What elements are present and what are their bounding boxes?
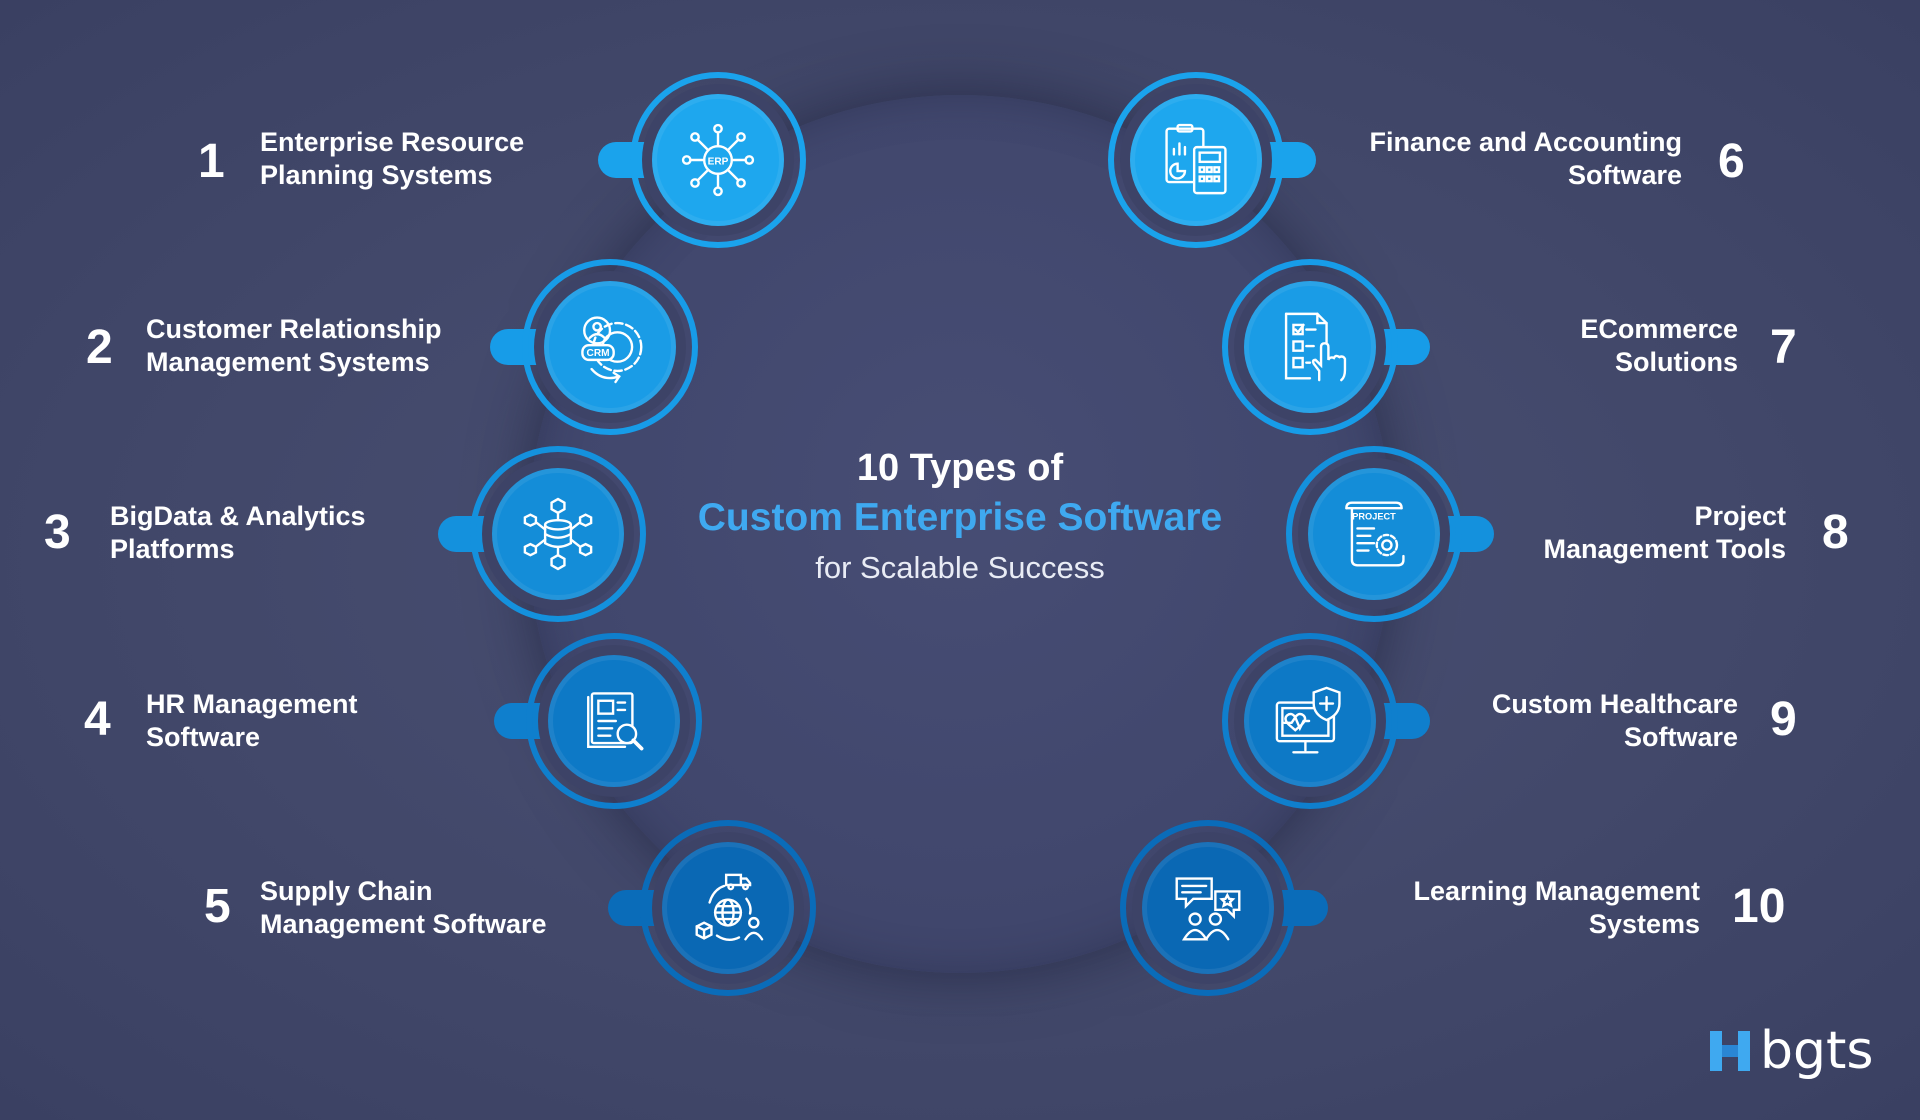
item-label-5: Supply Chain Management Software bbox=[260, 875, 547, 941]
item-label-10-line2: Systems bbox=[1588, 909, 1700, 939]
item-number-2: 2 bbox=[86, 321, 113, 374]
node-10 bbox=[1120, 820, 1328, 996]
globe-logistics-icon bbox=[695, 873, 764, 941]
item-label-10-line1: Learning Management bbox=[1413, 876, 1700, 906]
node-1: ERP bbox=[598, 72, 806, 248]
item-label-6-line2: Software bbox=[1567, 160, 1682, 190]
item-number-3: 3 bbox=[44, 506, 71, 559]
item-label-2-line2: Management Systems bbox=[146, 347, 430, 377]
item-label-5-line1: Supply Chain bbox=[260, 876, 433, 906]
item-label-9-line1: Custom Healthcare bbox=[1491, 689, 1738, 719]
item-label-8-line2: Management Tools bbox=[1543, 534, 1786, 564]
svg-text:CRM: CRM bbox=[587, 348, 610, 359]
svg-text:PROJECT: PROJECT bbox=[1352, 511, 1396, 521]
node-2: CRM bbox=[490, 259, 698, 435]
erp-network-icon: ERP bbox=[681, 123, 755, 197]
item-label-4-line1: HR Management bbox=[146, 689, 358, 719]
item-label-7-line1: ECommerce bbox=[1580, 314, 1738, 344]
title-subtitle: for Scalable Success bbox=[815, 550, 1105, 585]
item-label-6: Finance and Accounting Software bbox=[1369, 126, 1682, 192]
item-label-7: ECommerce Solutions bbox=[1580, 313, 1738, 379]
item-label-6-line1: Finance and Accounting bbox=[1369, 127, 1682, 157]
item-number-6: 6 bbox=[1718, 135, 1745, 188]
crm-gear-icon: CRM bbox=[581, 316, 643, 384]
node-7 bbox=[1222, 259, 1430, 435]
item-label-10: Learning Management Systems bbox=[1413, 875, 1700, 941]
item-label-1: Enterprise Resource Planning Systems bbox=[260, 126, 524, 192]
item-label-5-line2: Management Software bbox=[260, 909, 547, 939]
center-disc bbox=[528, 95, 1392, 973]
item-number-7: 7 bbox=[1770, 321, 1797, 374]
logo-text: bgts bbox=[1760, 1021, 1874, 1081]
node-4 bbox=[494, 633, 702, 809]
calculator-report-icon bbox=[1165, 123, 1227, 195]
node-5 bbox=[608, 820, 816, 996]
database-network-icon bbox=[523, 497, 593, 571]
item-label-4: HR Management Software bbox=[146, 688, 358, 754]
svg-text:ERP: ERP bbox=[708, 157, 729, 168]
chat-users-icon bbox=[1175, 877, 1241, 941]
item-number-4: 4 bbox=[84, 693, 111, 746]
item-label-1-line1: Enterprise Resource bbox=[260, 127, 525, 157]
monitor-heart-shield-icon bbox=[1275, 686, 1341, 754]
title-block: 10 Types of Custom Enterprise Software f… bbox=[560, 444, 1360, 590]
title-highlight: Custom Enterprise Software bbox=[697, 496, 1223, 539]
item-label-2-line1: Customer Relationship bbox=[146, 314, 442, 344]
item-number-9: 9 bbox=[1770, 693, 1797, 746]
item-label-8: Project Management Tools bbox=[1543, 500, 1786, 566]
item-label-3: BigData & Analytics Platforms bbox=[110, 500, 366, 566]
item-number-8: 8 bbox=[1822, 506, 1849, 559]
title-heading: 10 Types of bbox=[856, 447, 1064, 489]
project-scroll-icon: PROJECT bbox=[1345, 501, 1405, 567]
item-number-10: 10 bbox=[1732, 880, 1786, 933]
item-label-9: Custom Healthcare Software bbox=[1492, 688, 1738, 754]
item-label-3-line2: Platforms bbox=[110, 534, 235, 564]
item-label-1-line2: Planning Systems bbox=[260, 160, 493, 190]
item-number-1: 1 bbox=[198, 135, 225, 188]
node-3 bbox=[438, 446, 646, 622]
item-label-7-line2: Solutions bbox=[1615, 347, 1738, 377]
node-9 bbox=[1222, 633, 1430, 809]
item-label-8-line1: Project bbox=[1694, 501, 1786, 531]
item-label-4-line2: Software bbox=[146, 722, 261, 752]
checklist-hand-icon bbox=[1284, 312, 1347, 382]
bgts-logo: bgts bbox=[1708, 1024, 1874, 1078]
item-number-5: 5 bbox=[204, 880, 231, 933]
item-label-3-line1: BigData & Analytics bbox=[110, 501, 366, 531]
node-6 bbox=[1108, 72, 1316, 248]
node-8: PROJECT bbox=[1286, 446, 1494, 622]
item-label-2: Customer Relationship Management Systems bbox=[146, 313, 442, 379]
item-label-9-line2: Software bbox=[1623, 722, 1738, 752]
document-search-icon bbox=[587, 692, 644, 751]
bgts-logo-mark-icon bbox=[1710, 1031, 1750, 1071]
